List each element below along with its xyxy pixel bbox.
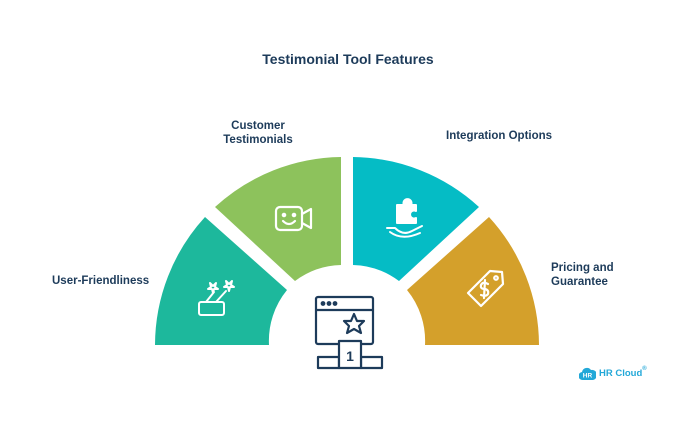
brand-mark: ® (642, 366, 647, 372)
diagram-title: Testimonial Tool Features (262, 51, 434, 67)
cloud-icon: HR (579, 367, 596, 381)
video-smile-icon (274, 205, 313, 232)
label-customer-testimonials-line-2: Testimonials (223, 134, 293, 146)
price-tag-icon (466, 269, 505, 308)
label-pricing-guarantee-line-2: Guarantee (551, 276, 608, 288)
segment-pricing-guarantee (407, 217, 539, 345)
label-user-friendliness: User-Friendliness (52, 274, 149, 288)
label-user-friendliness-line-1: User-Friendliness (52, 275, 150, 287)
browser-star-podium-icon (314, 295, 384, 370)
segment-customer-testimonials (215, 157, 341, 281)
brand-logo: HR HR Cloud ® (579, 366, 647, 381)
label-customer-testimonials-line-1: Customer (231, 120, 285, 132)
hand-with-flowers-icon (198, 280, 235, 316)
puzzle-hand-icon (386, 198, 423, 238)
label-pricing-guarantee-line-1: Pricing and (551, 262, 614, 274)
label-integration-options-line-1: Integration Options (446, 130, 553, 142)
label-customer-testimonials: Customer Testimonials (218, 119, 298, 147)
podium-number: 1 (346, 348, 354, 364)
brand-name: HR Cloud (599, 368, 643, 379)
brand-badge: HR (583, 373, 593, 380)
label-integration-options: Integration Options (446, 129, 552, 143)
label-pricing-guarantee: Pricing and Guarantee (551, 261, 614, 289)
segment-user-friendliness (155, 217, 287, 345)
